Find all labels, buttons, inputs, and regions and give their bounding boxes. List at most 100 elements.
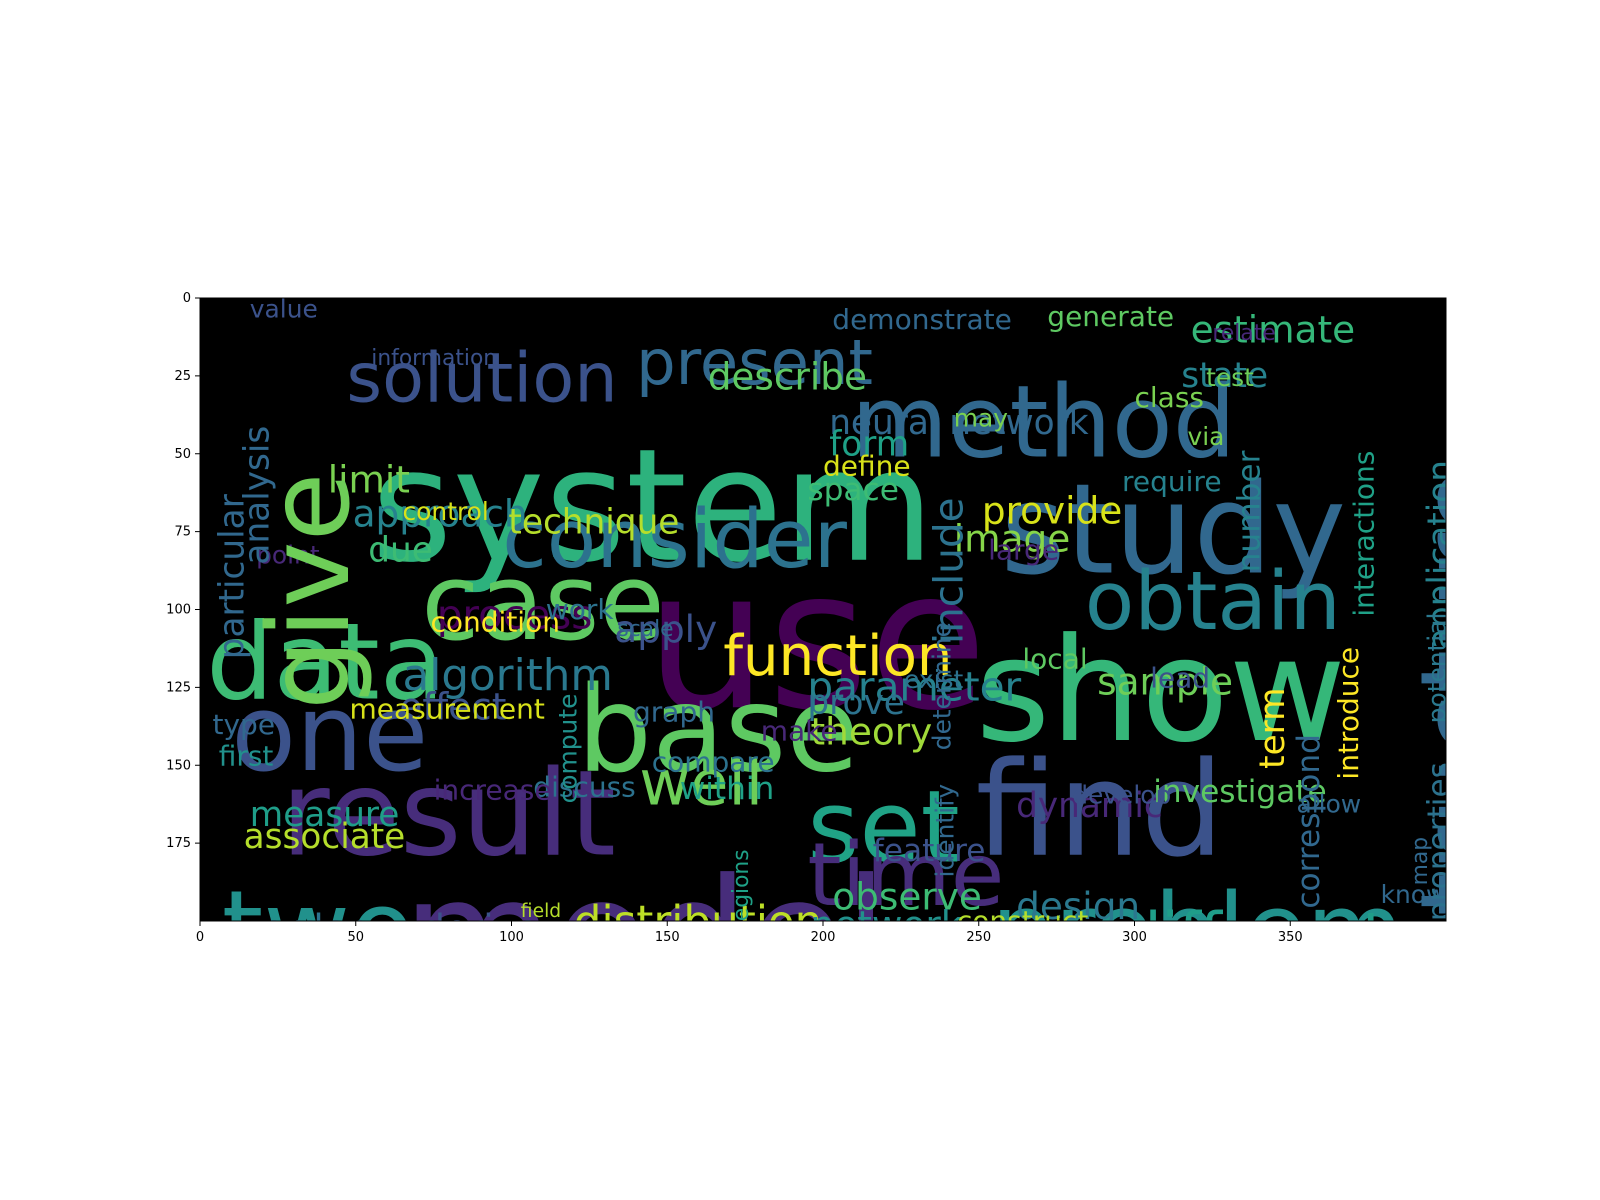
cloud-word: provide (982, 488, 1122, 532)
cloud-word: order (262, 906, 362, 950)
cloud-word: observe (832, 875, 982, 919)
y-tick-label: 0 (183, 291, 191, 306)
cloud-word: test (1206, 363, 1254, 392)
y-tick-label: 100 (166, 603, 191, 618)
cloud-word: number (1232, 450, 1268, 572)
y-tick-label: 150 (166, 758, 191, 773)
cloud-word: prove (807, 683, 905, 723)
cloud-word: properties (1422, 762, 1458, 921)
cloud-word: form (829, 425, 909, 465)
cloud-word: describe (708, 355, 867, 399)
cloud-word: may (954, 404, 1008, 433)
cloud-word: state (1181, 356, 1268, 396)
x-tick-label: 50 (347, 930, 364, 945)
x-tick-label: 350 (1278, 930, 1303, 945)
cloud-word: base (577, 660, 859, 798)
cloud-word: generate (1047, 300, 1174, 333)
x-tick-label: 0 (196, 930, 204, 945)
cloud-word: application (1421, 460, 1461, 649)
cloud-word: image (954, 516, 1070, 560)
cloud-word: analysis (237, 426, 277, 565)
cloud-word: system (371, 415, 934, 597)
cloud-word: limit (328, 457, 410, 501)
cloud-word: know (1381, 880, 1447, 909)
cloud-word: condition (431, 605, 560, 638)
cloud-word: neural network (829, 403, 1089, 443)
cloud-word: introduce (1332, 647, 1365, 780)
cloud-word: find (976, 734, 1224, 886)
cloud-word: regions (729, 849, 754, 929)
cloud-word: algorithm (403, 651, 613, 701)
cloud-word: discuss (533, 771, 635, 804)
cloud-word: problem (991, 872, 1403, 989)
x-tick-label: 200 (811, 930, 836, 945)
cloud-word: sample (1097, 660, 1233, 704)
cloud-word: give (245, 472, 375, 710)
cloud-word: determine (927, 622, 956, 750)
cloud-word: due (368, 531, 433, 571)
cloud-word: local (1022, 643, 1087, 676)
cloud-word: particular (212, 493, 252, 659)
cloud-word: derive (421, 906, 539, 950)
cloud-word: large (988, 534, 1059, 567)
cloud-word: case (421, 541, 664, 664)
y-tick-label: 125 (166, 680, 191, 695)
cloud-word: relate (1212, 321, 1275, 346)
plot-area: usesystemmodelshowfindstudymethodbaseres… (199, 297, 1461, 991)
cloud-word: term (1253, 687, 1293, 768)
cloud-word: investigate (1153, 774, 1327, 810)
cloud-word: require (1122, 465, 1222, 498)
cloud-word: effect (399, 685, 506, 729)
cloud-word: correspond (1291, 734, 1327, 909)
cloud-word: increase (434, 774, 552, 807)
cloud-word: apply (614, 607, 717, 651)
cloud-word: point (256, 541, 320, 570)
cloud-word: show (976, 607, 1346, 774)
cloud-word: method (851, 364, 1236, 481)
cloud-word: feature (873, 833, 986, 869)
cloud-word: compare (652, 746, 775, 779)
cloud-word: parameter (807, 662, 1021, 710)
cloud-word: construct (957, 904, 1088, 937)
cloud-word: obtain (1085, 555, 1341, 649)
cloud-word: one (231, 672, 428, 795)
cloud-word: define (823, 450, 911, 483)
cloud-word: work (546, 593, 615, 626)
cloud-word: technique (508, 502, 679, 542)
cloud-word: first (219, 739, 274, 772)
cloud-word: design (1016, 884, 1140, 928)
cloud-word: interactions (1347, 451, 1380, 617)
cloud-word: class (1135, 381, 1205, 414)
y-tick-label: 50 (174, 447, 191, 462)
cloud-word: exist (904, 665, 963, 694)
cloud-word: include (924, 497, 972, 644)
cloud-word: study (1001, 458, 1347, 603)
cloud-word: associate (244, 817, 406, 857)
cloud-word: scale (617, 617, 673, 642)
cloud-word: map (1408, 837, 1433, 885)
word-layer: usesystemmodelshowfindstudymethodbaseres… (206, 298, 1461, 991)
cloud-word: lead (1150, 661, 1210, 694)
cloud-word: distribution (574, 897, 822, 947)
plot-background (200, 298, 1446, 921)
y-tick-label: 25 (174, 369, 191, 384)
cloud-word: theory (811, 710, 933, 754)
cloud-word: type (213, 708, 276, 741)
cloud-word: via (1188, 422, 1225, 451)
cloud-word: use (645, 528, 987, 753)
cloud-word: function (723, 624, 952, 689)
cloud-word: network (811, 903, 963, 947)
cloud-word: identify (931, 784, 960, 878)
cloud-word: result (281, 745, 616, 883)
cloud-word: present (636, 326, 873, 399)
cloud-word: measurement (350, 693, 545, 726)
cloud-word: set (807, 769, 959, 886)
cloud-word: space (807, 472, 899, 508)
cloud-word: control (403, 497, 489, 526)
cloud-word: two (222, 868, 415, 991)
x-tick-label: 250 (966, 930, 991, 945)
cloud-word: estimate (1191, 308, 1356, 352)
